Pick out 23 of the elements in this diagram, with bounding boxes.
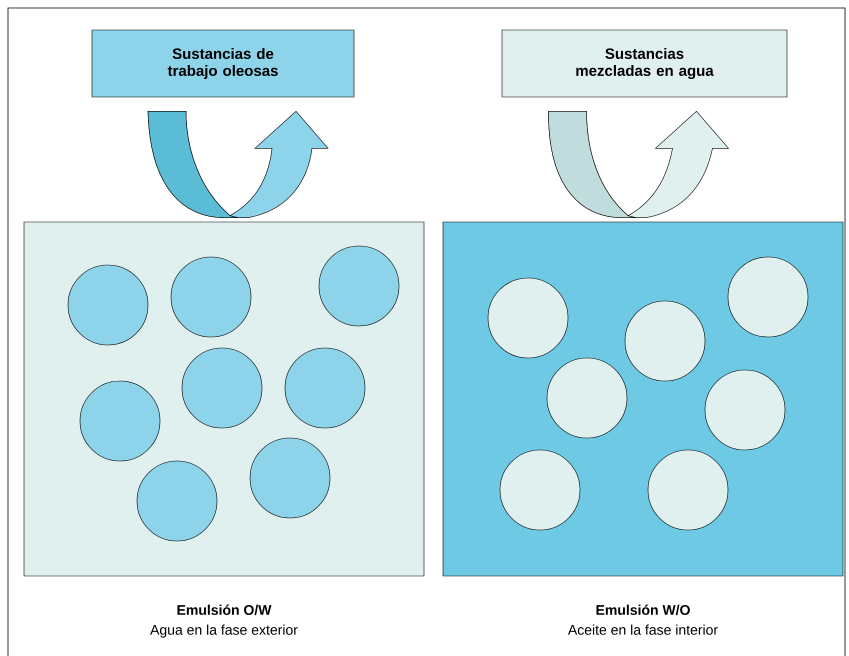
droplet-circle — [250, 438, 330, 518]
droplet-circle — [284, 348, 366, 428]
droplet-circle — [488, 278, 568, 358]
droplet-circle — [68, 264, 148, 346]
droplet-circle — [500, 450, 580, 530]
droplet-circle — [624, 300, 706, 382]
droplet-circle — [170, 256, 252, 338]
droplet-circle — [728, 256, 808, 338]
description-text: Agua en la fase exterior — [150, 624, 298, 638]
caption-heading: Emulsión W/O — [596, 604, 690, 616]
droplet-circle — [80, 380, 160, 462]
droplet-circle — [318, 246, 400, 326]
label-box: Sustancias mezcladas en agua — [502, 30, 788, 98]
u-turn-arrow — [148, 111, 328, 218]
description-text: Aceite en la fase interior — [568, 624, 718, 635]
caption-heading: Emulsión O/W — [178, 604, 272, 616]
droplet-circle — [648, 450, 728, 530]
droplet-circle — [546, 358, 628, 438]
droplet-circle — [136, 460, 218, 542]
droplet-circle — [182, 348, 262, 428]
u-turn-arrow — [548, 111, 729, 218]
droplet-circle — [704, 370, 786, 450]
label-box: Sustancias de trabajo oleosas — [92, 30, 354, 98]
